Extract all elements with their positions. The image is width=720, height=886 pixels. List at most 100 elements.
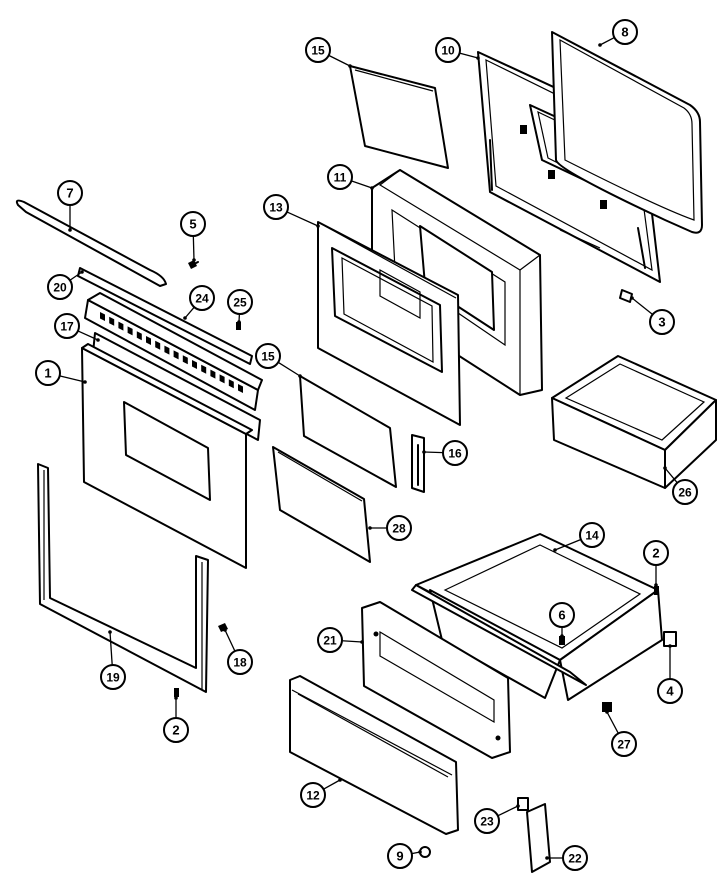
callout-c-14: 14 [580, 523, 604, 547]
callout-number: 27 [617, 738, 631, 752]
leader-line-c-3 [632, 298, 653, 315]
callout-c-17: 17 [55, 314, 79, 338]
part-screw-2-right [654, 586, 659, 595]
callout-c-28: 28 [387, 516, 411, 540]
callout-c-25: 25 [228, 290, 252, 314]
callout-number: 15 [261, 350, 275, 364]
leader-tip-c-10 [476, 56, 480, 60]
callout-c-7: 7 [58, 181, 82, 205]
callout-c-15a: 15 [306, 38, 330, 62]
leader-tip-c-18 [223, 628, 227, 632]
leader-tip-c-15b [298, 374, 302, 378]
callout-number: 16 [448, 447, 462, 461]
callout-number: 8 [621, 25, 628, 40]
leader-tip-c-24 [183, 316, 187, 320]
callout-number: 22 [568, 852, 582, 866]
leader-line-c-12 [323, 780, 340, 789]
callout-number: 23 [480, 815, 494, 829]
callout-number: 17 [60, 320, 74, 334]
leader-tip-c-9 [418, 850, 422, 854]
leader-tip-c-12 [338, 778, 342, 782]
callout-c-2b: 2 [164, 718, 188, 742]
callout-number: 5 [189, 217, 196, 232]
callout-c-15b: 15 [256, 344, 280, 368]
leader-tip-c-2a [654, 583, 658, 587]
leader-tip-c-1 [83, 380, 87, 384]
callout-c-19: 19 [101, 665, 125, 689]
leader-tip-c-6 [560, 634, 564, 638]
callout-number: 24 [195, 292, 209, 306]
callout-c-21: 21 [318, 628, 342, 652]
callout-number: 13 [269, 201, 283, 215]
part-screw-2-left [174, 688, 179, 697]
leader-tip-c-23 [516, 804, 520, 808]
callout-number: 9 [396, 849, 403, 864]
leader-tip-c-27 [605, 710, 609, 714]
leader-tip-c-8a [598, 43, 602, 47]
leader-tip-c-25 [237, 320, 241, 324]
callout-c-27: 27 [612, 732, 636, 756]
leader-tip-c-14 [553, 548, 557, 552]
callout-c-18: 18 [228, 650, 252, 674]
leader-line-c-11 [351, 181, 372, 188]
leader-line-c-24 [185, 307, 194, 318]
callout-c-6: 6 [550, 603, 574, 627]
leader-tip-c-7 [68, 228, 72, 232]
leader-line-c-16 [424, 452, 443, 453]
leader-tip-c-21 [360, 640, 364, 644]
callout-number: 20 [53, 281, 67, 295]
leader-line-c-5 [193, 236, 194, 260]
leader-tip-c-17 [96, 338, 100, 342]
callout-c-8a: 8 [613, 20, 637, 44]
callout-number: 7 [66, 186, 73, 201]
leader-tip-c-13 [316, 224, 320, 228]
callout-c-13: 13 [264, 195, 288, 219]
callout-number: 12 [306, 789, 320, 803]
leader-line-c-23 [498, 806, 518, 816]
callout-c-5: 5 [181, 212, 205, 236]
callout-c-24: 24 [190, 286, 214, 310]
callout-number: 6 [558, 608, 565, 623]
leader-line-c-21 [342, 641, 362, 642]
callout-c-9: 9 [388, 844, 412, 868]
leader-line-c-8a [600, 38, 614, 45]
part-broiler-pan [552, 356, 716, 488]
callout-number: 25 [233, 296, 247, 310]
callout-c-23: 23 [475, 809, 499, 833]
leader-tip-c-5 [192, 258, 196, 262]
callout-number: 2 [652, 546, 659, 561]
part-roller [664, 632, 676, 646]
callout-c-20: 20 [48, 275, 72, 299]
leader-tip-c-4 [668, 644, 672, 648]
part-hinge [412, 435, 424, 492]
leader-line-c-1 [60, 376, 85, 382]
leader-tip-c-26 [663, 466, 667, 470]
callout-number: 3 [658, 315, 665, 330]
callout-number: 2 [172, 723, 179, 738]
callout-c-1: 1 [36, 361, 60, 385]
leader-line-c-27 [607, 712, 618, 733]
leader-line-c-15a [329, 55, 350, 66]
callout-c-12: 12 [301, 783, 325, 807]
callout-number: 15 [311, 44, 325, 58]
part-small-clip [620, 290, 632, 302]
leader-tip-c-11 [370, 186, 374, 190]
callout-number: 14 [585, 529, 599, 543]
part-clip [518, 798, 528, 810]
callout-c-3: 3 [650, 310, 674, 334]
callout-number: 4 [666, 684, 674, 699]
leader-tip-c-19 [108, 630, 112, 634]
leader-line-c-15b [278, 362, 300, 376]
leader-tip-c-28 [368, 526, 372, 530]
callout-c-11: 11 [328, 165, 352, 189]
callout-c-26: 26 [673, 480, 697, 504]
callout-number: 1 [44, 366, 51, 381]
leader-tip-c-15a [348, 64, 352, 68]
callout-number: 10 [441, 44, 455, 58]
callout-number: 19 [106, 671, 120, 685]
callout-c-10: 10 [436, 38, 460, 62]
callout-number: 21 [323, 634, 337, 648]
callout-c-4: 4 [658, 679, 682, 703]
